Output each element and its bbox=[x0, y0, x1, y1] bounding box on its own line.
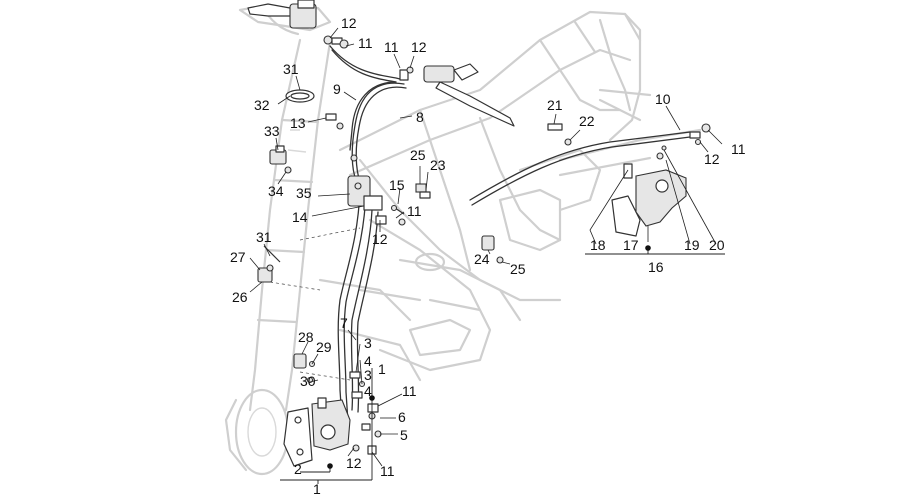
callout-l11e: 11 bbox=[402, 383, 417, 399]
callout-l1a: 1 bbox=[378, 361, 386, 377]
parts-25-23 bbox=[415, 183, 431, 199]
callout-l24: 24 bbox=[474, 251, 490, 267]
callout-l23: 23 bbox=[430, 157, 446, 173]
rubber-strap bbox=[285, 89, 315, 103]
callout-l3b: 3 bbox=[364, 367, 372, 383]
callout-l15: 15 bbox=[389, 177, 405, 193]
callout-l13: 13 bbox=[290, 115, 306, 131]
assembly-brackets bbox=[280, 245, 725, 484]
callout-l29: 29 bbox=[316, 339, 332, 355]
callout-l5: 5 bbox=[400, 427, 408, 443]
callout-l4b: 4 bbox=[364, 383, 372, 399]
callout-l31b: 31 bbox=[256, 229, 272, 245]
callout-l12d: 12 bbox=[704, 151, 720, 167]
callout-l11c: 11 bbox=[407, 203, 422, 219]
rear-banjo-bolt bbox=[689, 123, 711, 146]
callout-l19: 19 bbox=[684, 237, 700, 253]
callout-l26: 26 bbox=[232, 289, 248, 305]
rear-brake-lever bbox=[399, 63, 515, 127]
callout-l30: 30 bbox=[300, 373, 316, 389]
callout-l1b: 1 bbox=[313, 481, 321, 494]
callout-l11d: 11 bbox=[731, 141, 746, 157]
callout-l21: 21 bbox=[547, 97, 563, 113]
callout-l20: 20 bbox=[709, 237, 725, 253]
front-brake-lever bbox=[247, 0, 317, 29]
callout-l18: 18 bbox=[590, 237, 606, 253]
callout-l34: 34 bbox=[268, 183, 284, 199]
callout-l3a: 3 bbox=[364, 335, 372, 351]
front-brake-caliper bbox=[283, 397, 351, 467]
callout-l10: 10 bbox=[655, 91, 671, 107]
hose-junction bbox=[347, 154, 383, 211]
callout-labels: 12 11 11 12 31 32 9 8 13 33 34 35 14 25 … bbox=[230, 15, 746, 494]
parts-24-25 bbox=[481, 235, 504, 264]
callout-l12a: 12 bbox=[341, 15, 357, 31]
callout-l12c: 12 bbox=[372, 231, 388, 247]
callout-l2: 2 bbox=[294, 461, 302, 477]
screw-34 bbox=[284, 166, 292, 174]
callout-l7: 7 bbox=[340, 315, 348, 331]
leader-lines bbox=[249, 27, 723, 467]
callout-l25b: 25 bbox=[510, 261, 526, 277]
callout-l11f: 11 bbox=[380, 463, 395, 479]
callout-l27: 27 bbox=[230, 249, 246, 265]
callout-l12e: 12 bbox=[346, 455, 362, 471]
callout-l8: 8 bbox=[416, 109, 424, 125]
callout-l14: 14 bbox=[292, 209, 308, 225]
bolts-15-11 bbox=[375, 204, 406, 226]
hose-clamp-26-27 bbox=[257, 264, 274, 283]
callout-l35: 35 bbox=[296, 185, 312, 201]
callout-l4a: 4 bbox=[364, 353, 372, 369]
callout-l22: 22 bbox=[579, 113, 595, 129]
brake-hoses bbox=[329, 45, 691, 423]
callout-l11b: 11 bbox=[384, 39, 399, 55]
parts bbox=[247, 0, 711, 467]
callout-l11a: 11 bbox=[358, 35, 373, 51]
callout-l12b: 12 bbox=[411, 39, 427, 55]
hose-clip bbox=[269, 145, 287, 165]
scooter-frame bbox=[224, 4, 702, 476]
hose-fittings-3-4 bbox=[349, 371, 366, 399]
callout-l25a: 25 bbox=[410, 147, 426, 163]
callout-l9: 9 bbox=[333, 81, 341, 97]
callout-l32: 32 bbox=[254, 97, 270, 113]
dashed-reference-lines bbox=[269, 227, 361, 381]
callout-l31a: 31 bbox=[283, 61, 299, 77]
banjo-bolt-top bbox=[323, 35, 349, 49]
screw-13 bbox=[325, 113, 344, 130]
callout-l16: 16 bbox=[648, 259, 664, 275]
callout-l33: 33 bbox=[264, 123, 280, 139]
parts-28-29-30 bbox=[293, 353, 316, 384]
callout-l28: 28 bbox=[298, 329, 314, 345]
callout-l17: 17 bbox=[623, 237, 639, 253]
callout-l6: 6 bbox=[398, 409, 406, 425]
bolt-21 bbox=[547, 123, 572, 146]
rear-brake-caliper bbox=[611, 145, 687, 237]
bottom-bolts bbox=[352, 403, 382, 455]
